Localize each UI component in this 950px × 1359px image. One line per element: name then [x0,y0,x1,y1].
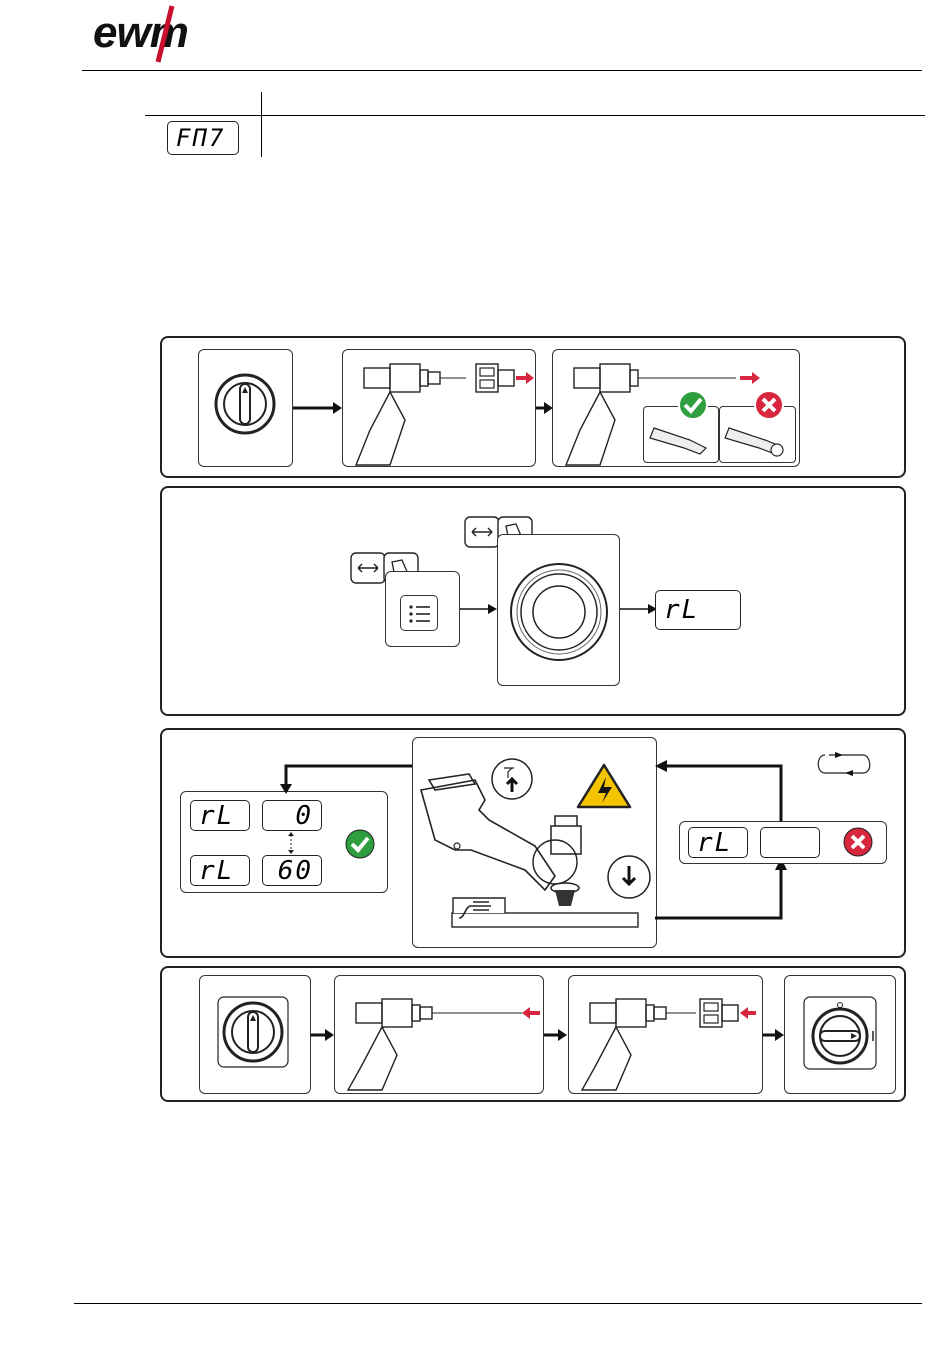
torch-icon [342,995,542,1090]
ground-icon [451,896,641,928]
check-icon [677,389,709,421]
arrow-right [460,603,498,615]
cross-icon [753,389,785,421]
flow-arrow-left [280,762,415,794]
arrow-down-icon [606,854,652,900]
arrow-right [311,1027,335,1043]
loop-icon [813,752,875,776]
arrow-right [763,1027,785,1043]
arrow-right [293,400,343,416]
collet-ok-illustration [650,418,715,458]
range-arrow [286,832,296,854]
power-switch-icon [217,996,289,1068]
collet-bad-illustration [725,418,790,458]
logo-slash [150,4,180,64]
table-top-rule [145,115,925,116]
param-empty-value [760,827,820,858]
footer-rule [74,1303,922,1304]
arrow-right [620,603,658,615]
param-min-value: 0 [262,800,322,831]
menu-icon[interactable] [400,595,438,631]
param-max-value: 60 [262,855,322,886]
rotary-knob-icon[interactable] [507,560,611,664]
parameter-display: FΠ7 [167,121,239,155]
table-divider [261,92,262,157]
torch-icon [350,360,530,465]
arrow-right [544,1027,568,1043]
param-label-display: rL [688,827,748,858]
cross-icon [842,826,874,858]
param-label-display: rL [190,855,250,886]
arrow-up-icon [488,758,536,800]
power-switch-icon [213,372,277,436]
high-voltage-icon [576,763,632,809]
header-rule [82,70,922,71]
flow-arrow-up [655,858,787,922]
flow-arrow-right-up [655,760,785,822]
torch-icon [576,995,761,1090]
menu-display: rL [655,590,741,630]
power-switch-icon [803,996,879,1072]
param-label-display: rL [190,800,250,831]
check-icon [344,828,376,860]
